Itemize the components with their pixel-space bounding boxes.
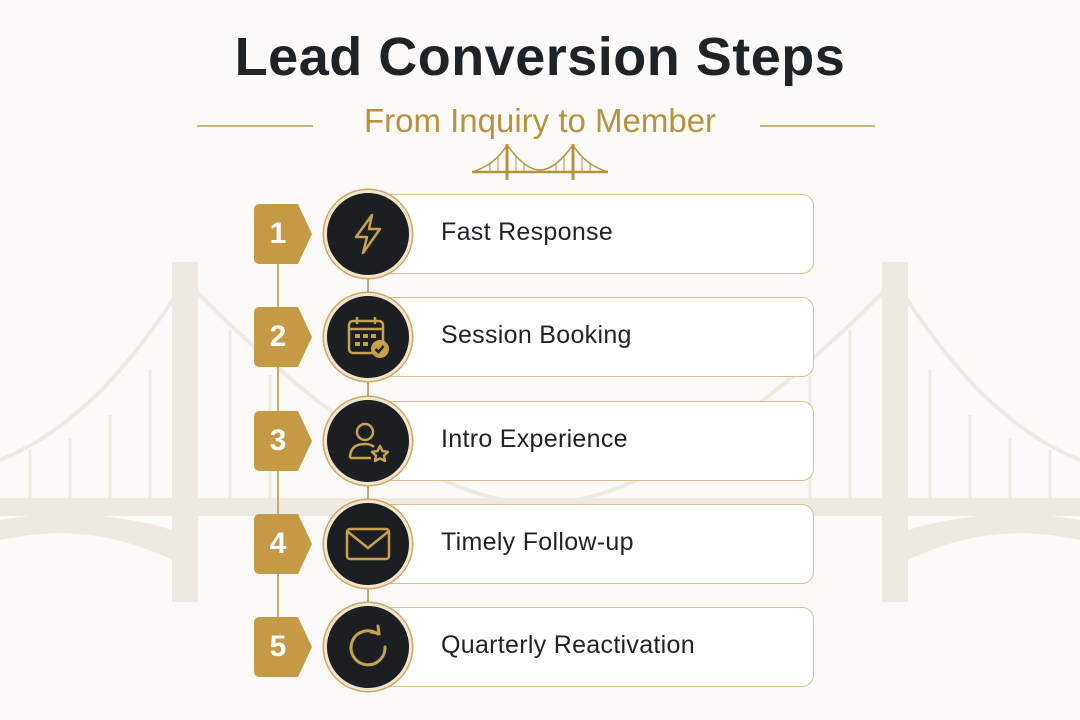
step-badge — [254, 307, 312, 367]
step-number: 3 — [269, 424, 287, 457]
step-row-3: 3 Intro Experience — [0, 397, 1080, 485]
step-badge — [254, 204, 312, 264]
step-icon-circle — [324, 603, 412, 691]
refresh-icon — [349, 624, 387, 667]
step-icon-circle — [324, 293, 412, 381]
step-number: 2 — [269, 320, 287, 353]
step-icon-circle — [324, 397, 412, 485]
step-icon-circle — [324, 190, 412, 278]
step-card — [368, 401, 814, 481]
step-number: 1 — [269, 217, 287, 250]
step-row-4: 4 Timely Follow-up — [0, 500, 1080, 588]
step-label: Session Booking — [441, 321, 632, 349]
calendar-check-icon — [347, 317, 389, 358]
user-star-icon — [348, 422, 390, 463]
lightning-icon — [354, 213, 382, 255]
step-card — [368, 504, 814, 584]
step-badge — [254, 411, 312, 471]
step-label: Timely Follow-up — [441, 528, 634, 556]
step-number: 5 — [269, 630, 287, 663]
step-label: Fast Response — [441, 218, 614, 246]
page-subtitle: From Inquiry to Member — [363, 102, 717, 139]
bridge-icon — [471, 143, 609, 180]
step-row-5: 5 Quarterly Reactivation — [0, 603, 1080, 691]
envelope-icon — [345, 527, 391, 561]
step-card — [368, 607, 814, 687]
step-row-1: 1 Fast Response — [0, 190, 1080, 278]
step-badge — [254, 617, 312, 677]
subtitle-divider-right — [760, 125, 875, 127]
step-row-2: 2 Session Booking — [0, 293, 1080, 381]
step-label: Quarterly Reactivation — [441, 631, 695, 659]
step-badge — [254, 514, 312, 574]
page-title: Lead Conversion Steps — [234, 27, 846, 87]
step-number: 4 — [269, 527, 287, 560]
step-icon-circle — [324, 500, 412, 588]
step-card — [368, 297, 814, 377]
step-label: Intro Experience — [441, 425, 628, 453]
subtitle-divider-left — [197, 125, 313, 127]
step-card — [368, 194, 814, 274]
